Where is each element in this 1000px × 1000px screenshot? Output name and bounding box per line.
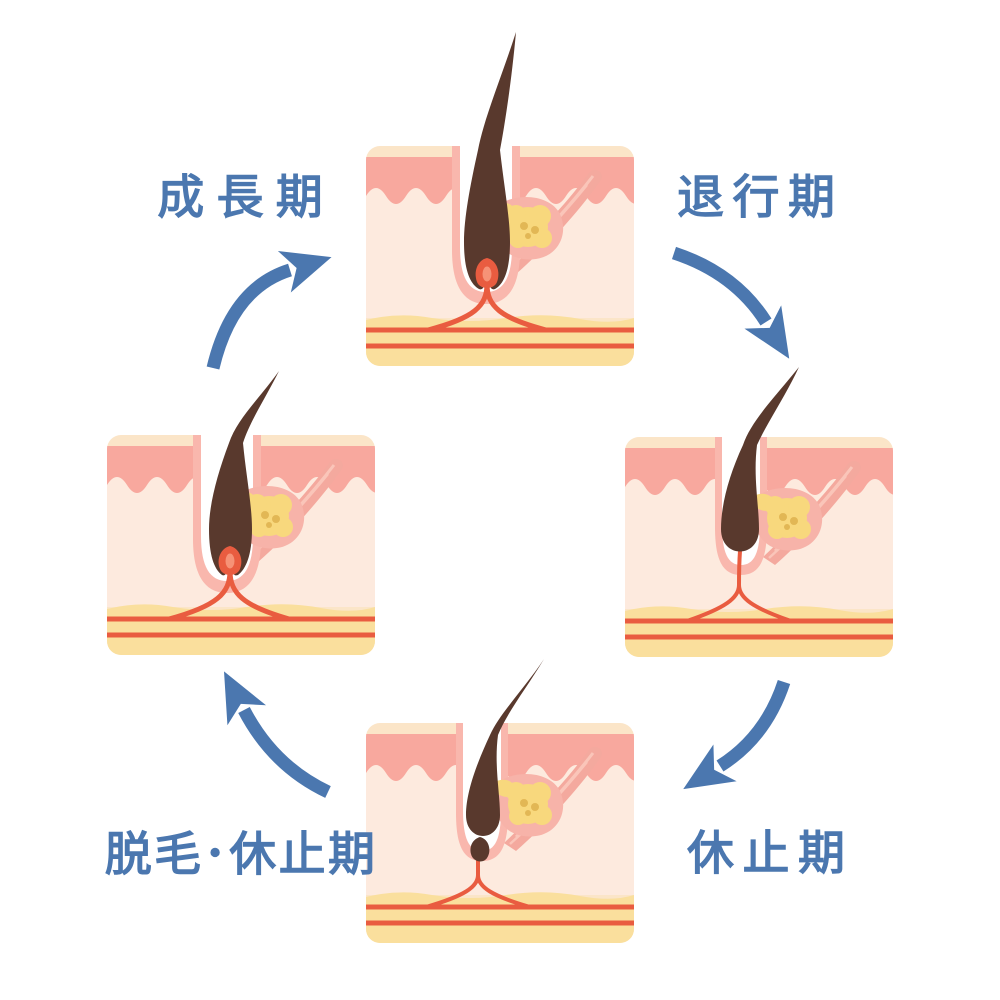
label-anagen: 成長期 <box>157 170 335 224</box>
skin-panel-growth <box>366 32 634 366</box>
skin-panel-regrowth <box>107 371 375 655</box>
arrow-growth-to-regression <box>671 246 790 359</box>
hair-shaft <box>721 367 799 552</box>
hair-shaft <box>209 371 279 576</box>
dermal-papilla-highlight <box>482 266 492 282</box>
dermal-papilla-highlight <box>225 553 235 569</box>
skin-panel-regression <box>625 367 893 657</box>
blood-vessel-fork <box>425 281 549 333</box>
hair-shaft <box>466 659 544 836</box>
blood-vessel-fork <box>424 857 532 909</box>
arrow-regression-to-resting <box>683 679 791 790</box>
hair-club-root <box>470 837 490 862</box>
hair-shaft <box>464 32 516 290</box>
blood-vessel-fork <box>166 568 292 622</box>
skin-panel-resting <box>366 659 634 943</box>
blood-vessel-fork <box>685 549 793 623</box>
label-shedding: 脱毛･休止期 <box>104 827 378 881</box>
label-telogen: 休止期 <box>687 826 854 880</box>
arrow-resting-to-regrowth <box>223 671 331 798</box>
label-catagen: 退行期 <box>677 170 844 224</box>
